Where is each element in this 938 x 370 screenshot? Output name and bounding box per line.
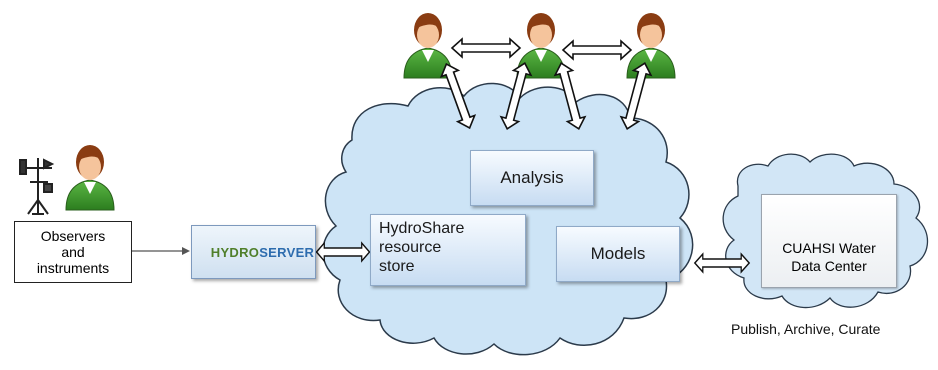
observers-label-line-1: Observers [40,228,106,244]
observer-person [65,144,115,211]
hydroserver-logo-text-server: SERVER [259,244,315,260]
data-center-caption: Publish, Archive, Curate [731,321,881,337]
collab-arrow-down-3 [617,60,655,132]
collaborator-person-3 [626,12,676,79]
hydroserver-logo-text-hydro: HYDRO [210,244,260,260]
models-box: Models [556,226,680,282]
collab-arrow-1-2 [451,38,521,58]
observers-instruments-box: Observers and instruments [14,221,132,283]
observers-to-hydroserver-line [132,247,190,255]
observers-label-line-3: instruments [36,260,110,276]
weather-instrument-icon [19,158,55,215]
data-center-label-line-2: Data Center [791,258,867,274]
analysis-label: Analysis [500,168,564,187]
observers-label-line-2: and [61,244,85,260]
data-center-label-line-1: CUAHSI Water [782,240,876,256]
cuahsi-data-center-box: CUAHSI Water Data Center [761,194,897,288]
models-label: Models [590,244,646,263]
store-label-line-2: resource [379,239,442,256]
collab-arrow-2-3 [562,40,632,60]
store-label-line-1: HydroShare [379,220,465,237]
analysis-box: Analysis [470,150,594,206]
models-datacenter-arrow [693,253,751,273]
store-label-line-3: store [379,258,415,275]
hydroshare-resource-store-box: HydroShare resource store [370,214,526,286]
